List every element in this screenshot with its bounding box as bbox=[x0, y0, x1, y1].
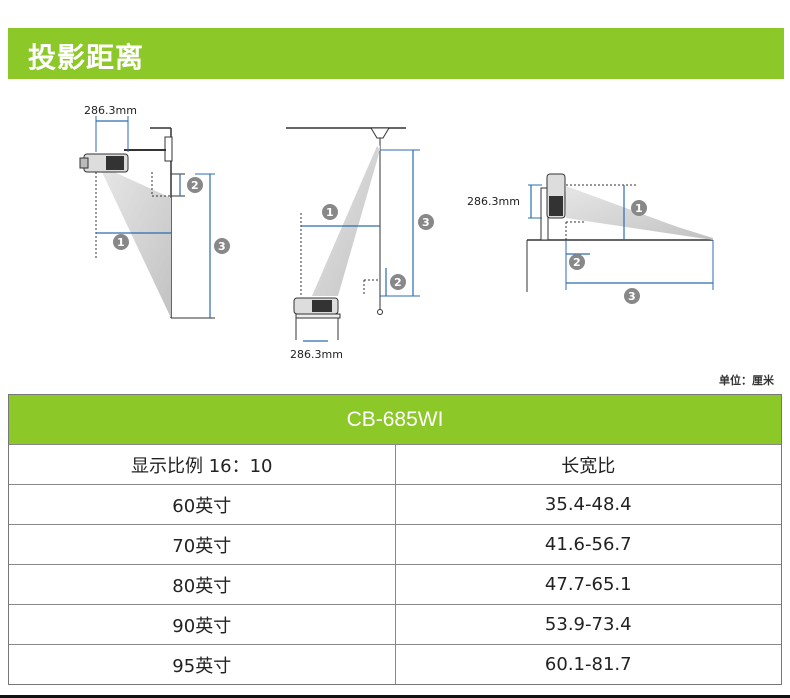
distance-range-cell: 60.1-81.7 bbox=[394, 645, 782, 684]
marker-2: 2 bbox=[569, 254, 585, 270]
screen-size-cell: 90英寸 bbox=[172, 615, 232, 637]
unit-note: 单位：厘米 bbox=[719, 374, 774, 387]
table-row: 95英寸 60.1-81.7 bbox=[9, 644, 781, 684]
svg-text:1: 1 bbox=[117, 236, 125, 249]
model-header: CB-685WI bbox=[9, 395, 781, 444]
screen-size-cell: 80英寸 bbox=[172, 575, 232, 597]
distance-label: 286.3mm bbox=[467, 195, 520, 208]
svg-text:2: 2 bbox=[394, 276, 402, 289]
distance-range-cell: 53.9-73.4 bbox=[394, 605, 782, 644]
table-row: 60英寸 35.4-48.4 bbox=[9, 484, 781, 524]
marker-3: 3 bbox=[418, 214, 434, 230]
svg-text:3: 3 bbox=[628, 290, 636, 303]
mount-bracket bbox=[164, 136, 173, 162]
projector-icon bbox=[79, 153, 129, 173]
model-name: CB-685WI bbox=[346, 407, 444, 431]
diagram-tabletop: 286.3mm 1 2 3 bbox=[467, 173, 714, 304]
distance-label: 286.3mm bbox=[290, 348, 343, 361]
distance-range-cell: 47.7-65.1 bbox=[394, 565, 782, 604]
table-header-row: 显示比例 16：10 长宽比 bbox=[9, 444, 781, 484]
projection-beam bbox=[102, 171, 171, 318]
distance-label: 286.3mm bbox=[84, 104, 137, 117]
marker-3: 3 bbox=[624, 288, 640, 304]
svg-text:1: 1 bbox=[635, 202, 643, 215]
svg-text:3: 3 bbox=[218, 240, 226, 253]
projector-icon bbox=[293, 297, 341, 319]
marker-2: 2 bbox=[187, 177, 203, 193]
diagram-ceiling-floor: 286.3mm 1 2 3 bbox=[286, 127, 434, 361]
column-header-distance: 长宽比 bbox=[394, 445, 782, 484]
marker-1: 1 bbox=[322, 204, 338, 220]
diagram-wall-mount: 286.3mm 1 2 3 bbox=[79, 104, 230, 319]
distance-range-cell: 35.4-48.4 bbox=[394, 485, 782, 524]
marker-1: 1 bbox=[631, 200, 647, 216]
screen-size-cell: 95英寸 bbox=[172, 655, 232, 677]
marker-2: 2 bbox=[390, 274, 406, 290]
projector-icon bbox=[546, 173, 566, 219]
table-row: 90英寸 53.9-73.4 bbox=[9, 604, 781, 644]
projection-diagrams: 286.3mm 1 2 3 286.3mm bbox=[79, 104, 714, 361]
projection-distance-table: CB-685WI 显示比例 16：10 长宽比 60英寸 35.4-48.4 7… bbox=[8, 394, 782, 685]
distance-range-cell: 41.6-56.7 bbox=[394, 525, 782, 564]
svg-text:2: 2 bbox=[573, 256, 581, 269]
marker-1: 1 bbox=[113, 234, 129, 250]
table-row: 70英寸 41.6-56.7 bbox=[9, 524, 781, 564]
marker-3: 3 bbox=[214, 238, 230, 254]
section-title-bar: 投影距离 bbox=[8, 28, 784, 79]
column-header-screen-size: 显示比例 16：10 bbox=[130, 455, 273, 477]
svg-text:1: 1 bbox=[326, 206, 334, 219]
svg-text:3: 3 bbox=[422, 216, 430, 229]
section-title: 投影距离 bbox=[28, 41, 145, 74]
svg-text:2: 2 bbox=[191, 179, 199, 192]
screen-size-cell: 60英寸 bbox=[172, 495, 232, 517]
table-row: 80英寸 47.7-65.1 bbox=[9, 564, 781, 604]
bottom-divider bbox=[0, 695, 790, 698]
screen-size-cell: 70英寸 bbox=[172, 535, 232, 557]
